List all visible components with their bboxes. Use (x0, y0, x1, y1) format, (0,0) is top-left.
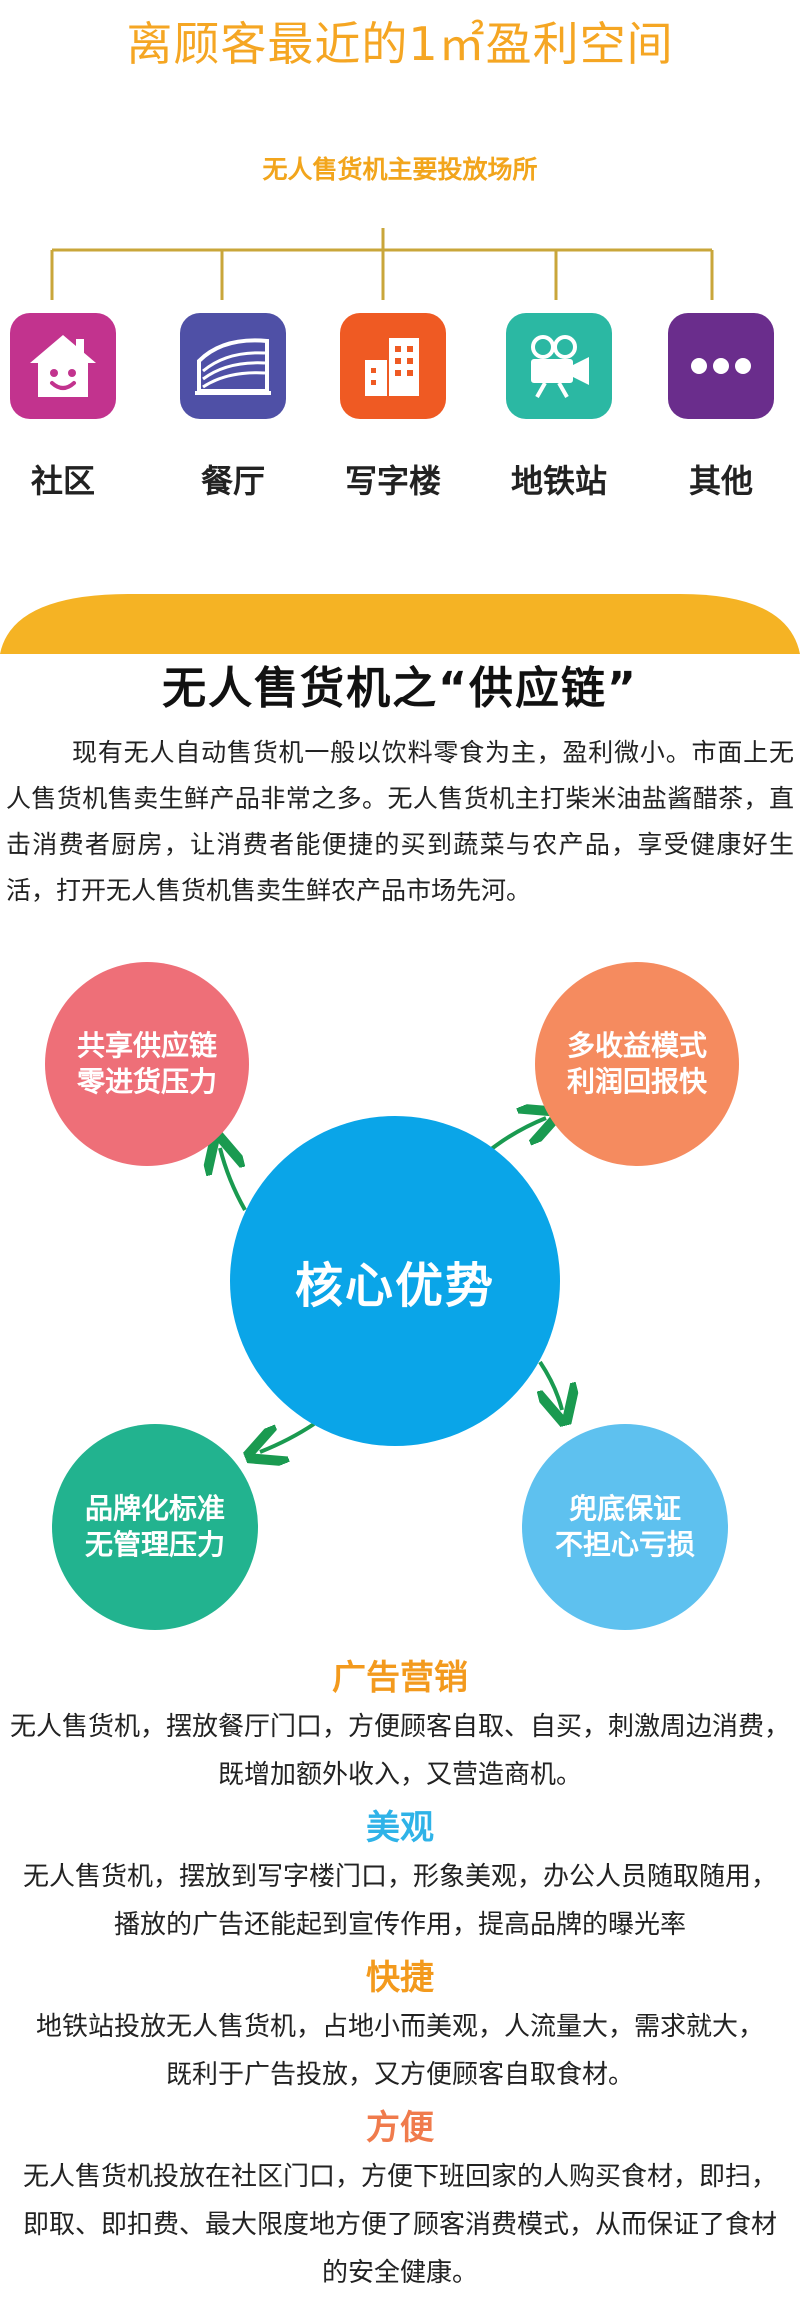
advantage-line: 不担心亏损 (554, 1528, 695, 1561)
venue-community (10, 313, 116, 419)
more-dots-icon (691, 358, 751, 374)
arrow-to-bottom-right (540, 1360, 562, 1410)
venue-tree-connector (50, 228, 714, 300)
office-building-icon (365, 338, 419, 396)
feature-body-convenience: 无人售货机投放在社区门口，方便下班回家的人购买食材，即扫， 即取、即扣费、最大限… (0, 2153, 800, 2297)
venue-label-other: 其他 (688, 462, 753, 500)
section-banner (0, 594, 800, 654)
feature-body-advertising: 无人售货机，摆放餐厅门口，方便顾客自取、自买，刺激周边消费， 既增加额外收入，又… (0, 1703, 800, 1799)
feature-line: 播放的广告还能起到宣传作用，提高品牌的曝光率 (113, 1910, 686, 1940)
feature-title-advertising: 广告营销 (332, 1658, 468, 1698)
restaurant-building-icon (195, 338, 271, 395)
feature-line: 无人售货机，摆放到写字楼门口，形象美观，办公人员随取随用， (22, 1862, 777, 1892)
advantage-line: 品牌化标准 (84, 1492, 225, 1525)
advantage-line: 零进货压力 (76, 1065, 217, 1098)
supply-chain-paragraph: 现有无人自动售货机一般以饮料零食为主，盈利微小。市面上无人售货机售卖生鲜产品非常… (6, 738, 794, 905)
feature-title-quick: 快捷 (366, 1958, 434, 1998)
venue-subheading: 无人售货机主要投放场所 (262, 155, 538, 184)
arrow-to-top-left (220, 1148, 247, 1211)
advantage-line: 利润回报快 (566, 1065, 707, 1098)
feature-line: 无人售货机，摆放餐厅门口，方便顾客自取、自买，刺激周边消费， (9, 1712, 790, 1742)
advantage-line: 多收益模式 (566, 1029, 707, 1062)
feature-line: 既利于广告投放，又方便顾客自取食材。 (165, 2060, 634, 2090)
arrow-to-top-right (488, 1118, 546, 1152)
core-advantage-circle: 核心优势 (230, 1116, 560, 1446)
venue-label-subway: 地铁站 (510, 462, 607, 500)
feature-line: 无人售货机投放在社区门口，方便下班回家的人购买食材，即扫， (22, 2162, 777, 2192)
advantage-arrows (0, 0, 800, 1700)
venue-subway (506, 313, 612, 419)
feature-line: 地铁站投放无人售货机，占地小而美观，人流量大，需求就大， (35, 2012, 764, 2042)
core-advantage-label: 核心优势 (294, 1258, 495, 1314)
advantage-circle-supply: 共享供应链 零进货压力 (45, 962, 249, 1166)
venue-label-office: 写字楼 (344, 462, 441, 500)
supply-chain-title: 无人售货机之“供应链” (162, 663, 638, 714)
venue-restaurant (180, 313, 286, 419)
feature-body-quick: 地铁站投放无人售货机，占地小而美观，人流量大，需求就大， 既利于广告投放，又方便… (0, 2003, 800, 2099)
feature-body-appearance: 无人售货机，摆放到写字楼门口，形象美观，办公人员随取随用， 播放的广告还能起到宣… (0, 1853, 800, 1949)
advantage-line: 共享供应链 (76, 1029, 217, 1062)
advantage-circle-brand: 品牌化标准 无管理压力 (52, 1424, 258, 1630)
venue-office (340, 313, 446, 419)
home-face-icon (30, 335, 96, 397)
feature-line: 既增加额外收入，又营造商机。 (217, 1760, 582, 1790)
advantage-circle-guarantee: 兜底保证 不担心亏损 (522, 1424, 728, 1630)
venue-label-restaurant: 餐厅 (200, 462, 265, 500)
page-headline: 离顾客最近的1㎡盈利空间 (126, 17, 674, 71)
video-camera-icon (531, 335, 589, 398)
feature-line: 即取、即扣费、最大限度地方便了顾客消费模式，从而保证了食材 (22, 2210, 777, 2240)
feature-title-appearance: 美观 (366, 1808, 434, 1848)
feature-line: 的安全健康。 (321, 2258, 478, 2288)
venue-label-community: 社区 (30, 462, 95, 500)
advantage-line: 无管理压力 (84, 1528, 225, 1561)
advantage-line: 兜底保证 (568, 1492, 681, 1525)
advantage-circle-revenue: 多收益模式 利润回报快 (535, 962, 739, 1166)
feature-title-convenience: 方便 (366, 2108, 434, 2148)
venue-other (668, 313, 774, 419)
arrow-to-bottom-left (260, 1422, 316, 1452)
